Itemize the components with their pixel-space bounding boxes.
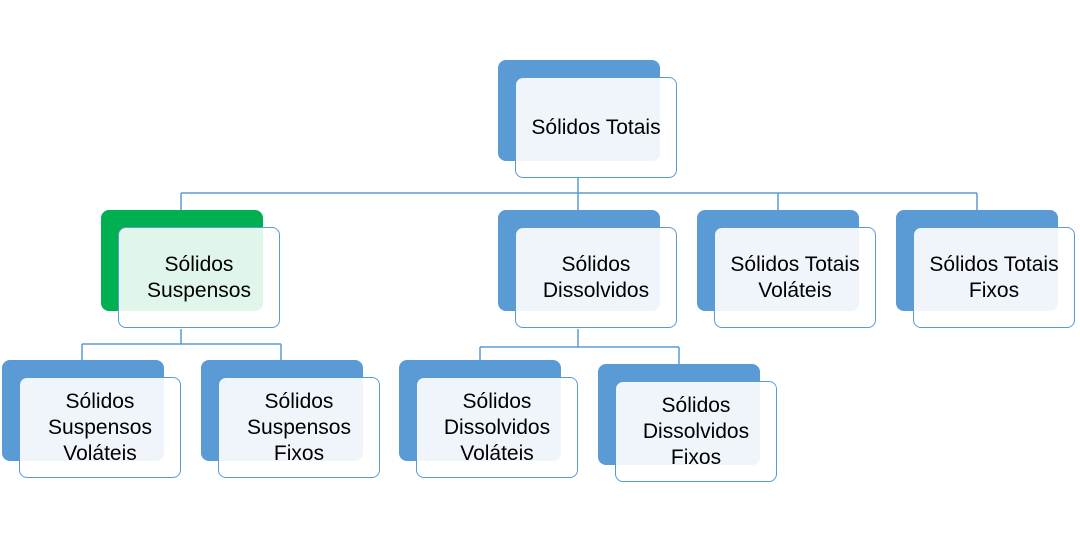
node-label-line: Dissolvidos — [642, 419, 750, 443]
node-label-line: Voláteis — [63, 441, 137, 465]
node-label-line: Fixos — [968, 278, 1020, 302]
node-label-line: Fixos — [273, 441, 325, 465]
node-solidos-totais-volateis: Sólidos Totais Voláteis — [697, 210, 877, 330]
node-label-line: Sólidos — [462, 389, 532, 413]
node-label-box: Sólidos Totais — [515, 77, 677, 178]
node-label-line: Voláteis — [758, 278, 832, 302]
node-label-line: Sólidos — [164, 252, 234, 276]
node-label-box: Sólidos Dissolvidos — [515, 227, 677, 328]
node-solidos-suspensos: Sólidos Suspensos — [101, 210, 281, 330]
node-label-box: Sólidos Suspensos Voláteis — [19, 377, 181, 478]
node-solidos-suspensos-fixos: Sólidos Suspensos Fixos — [201, 360, 381, 480]
node-label-box: Sólidos Dissolvidos Voláteis — [416, 377, 578, 478]
node-label-line: Suspensos — [48, 415, 152, 439]
node-label-line: Suspensos — [247, 415, 351, 439]
node-solidos-dissolvidos-fixos: Sólidos Dissolvidos Fixos — [598, 364, 778, 484]
node-label-line: Dissolvidos — [542, 278, 650, 302]
node-label-line: Sólidos — [661, 393, 731, 417]
node-solidos-dissolvidos-volateis: Sólidos Dissolvidos Voláteis — [399, 360, 579, 480]
node-label-box: Sólidos Totais Voláteis — [714, 227, 876, 328]
node-label-line: Sólidos Totais — [730, 252, 860, 276]
node-label-line: Suspensos — [147, 278, 251, 302]
node-solidos-totais-fixos: Sólidos Totais Fixos — [896, 210, 1076, 330]
node-label-line: Fixos — [670, 445, 722, 469]
node-label-box: Sólidos Dissolvidos Fixos — [615, 381, 777, 482]
node-label-line: Sólidos — [561, 252, 631, 276]
node-label-line: Sólidos — [264, 389, 334, 413]
node-solidos-totais: Sólidos Totais — [498, 60, 678, 180]
node-label-line: Sólidos Totais — [531, 115, 661, 139]
node-label-line: Dissolvidos — [443, 415, 551, 439]
node-label-line: Sólidos — [65, 389, 135, 413]
node-label-line: Sólidos Totais — [929, 252, 1059, 276]
node-label-line: Voláteis — [460, 441, 534, 465]
node-label-box: Sólidos Suspensos — [118, 227, 280, 328]
node-solidos-dissolvidos: Sólidos Dissolvidos — [498, 210, 678, 330]
node-label-box: Sólidos Totais Fixos — [913, 227, 1075, 328]
node-label-box: Sólidos Suspensos Fixos — [218, 377, 380, 478]
node-solidos-suspensos-volateis: Sólidos Suspensos Voláteis — [2, 360, 182, 480]
